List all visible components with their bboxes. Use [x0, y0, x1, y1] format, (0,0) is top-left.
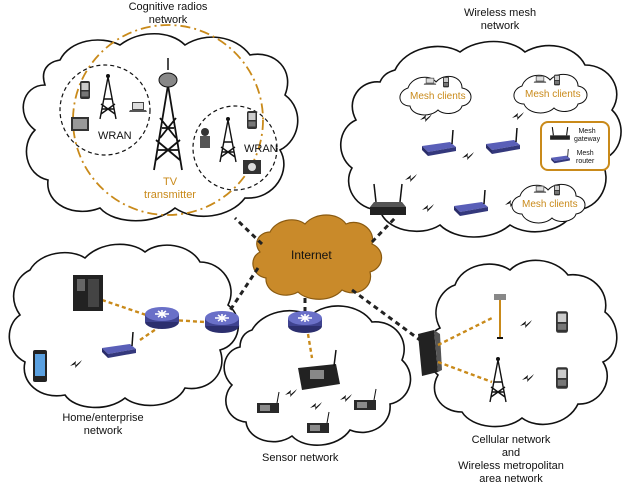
legend-router-line1: Mesh	[576, 150, 594, 157]
cellular-title-line2: and	[501, 447, 521, 459]
cellular-links	[437, 316, 493, 384]
mesh-clients-label-3: Mesh clients	[522, 199, 578, 210]
sensor-title: Sensor network	[262, 452, 339, 464]
mesh-clients-cloud-3	[511, 183, 586, 224]
mesh-clients-label-1: Mesh clients	[410, 91, 466, 102]
tv-label-line2: transmitter	[144, 189, 196, 201]
cognitive-coverage-circles	[72, 24, 264, 216]
mesh-title: Wireless mesh network	[440, 7, 560, 33]
legend-gateway-line2: gateway	[574, 136, 601, 143]
cell-phone-icon	[556, 311, 568, 333]
cognitive-phone2-icon	[247, 111, 257, 129]
internet-label: Internet	[291, 248, 332, 262]
legend-router-line2: router	[576, 158, 595, 165]
tv-transmitter-icon	[153, 58, 183, 171]
cognitive-user-icon	[200, 128, 210, 148]
wran-cells	[59, 64, 278, 191]
home-title: Home/enterprise network	[48, 412, 158, 438]
cognitive-phone-icon	[80, 81, 90, 99]
tv-transmitter-label: TV transmitter	[130, 176, 210, 202]
backbone-router-left-icon	[204, 310, 240, 334]
backbone-links	[223, 216, 421, 342]
legend-router-label: Mesh router	[576, 150, 594, 166]
base-station-icon	[418, 330, 442, 376]
sensor-gateway-icon	[298, 349, 340, 390]
cellular-cloud	[426, 259, 618, 428]
mesh-clients-cloud-1	[399, 75, 472, 116]
wran-label-left: WRAN	[98, 130, 132, 142]
cellular-title-line1: Cellular network	[471, 434, 551, 446]
mesh-title-line2: network	[480, 20, 520, 32]
cognitive-tv-icon	[71, 117, 89, 131]
home-mobile-icon	[33, 350, 47, 382]
legend-gateway-line1: Mesh	[578, 128, 596, 135]
cellular-title-line3: Wireless metropolitan	[458, 460, 564, 472]
cell-tower-icon	[494, 294, 506, 339]
legend-gateway-icon	[550, 127, 570, 140]
wman-phone-icon	[556, 367, 568, 389]
home-router-icon	[144, 306, 180, 330]
home-title-line1: Home/enterprise	[62, 412, 144, 424]
home-phone-icon	[73, 275, 103, 311]
internet-cloud	[252, 214, 383, 300]
cellular-title: Cellular network and Wireless metropolit…	[446, 434, 576, 486]
backbone-router-sensor-icon	[287, 310, 323, 334]
home-title-line2: network	[83, 425, 123, 437]
home-cloud	[8, 243, 240, 409]
mesh-title-line1: Wireless mesh	[463, 7, 537, 19]
mesh-clients-label-2: Mesh clients	[525, 89, 581, 100]
cellular-title-line4: area network	[479, 473, 543, 485]
tv-label-line1: TV	[162, 176, 178, 188]
cognitive-title: Cognitive radios network	[108, 1, 228, 27]
cognitive-title-line2: network	[148, 14, 188, 26]
legend-gateway-label: Mesh gateway	[574, 128, 600, 144]
mesh-clients-cloud-2	[513, 73, 588, 114]
wran-label-right: WRAN	[244, 143, 278, 155]
mesh-gateway-icon	[370, 183, 406, 215]
cognitive-title-line1: Cognitive radios	[128, 1, 208, 13]
cognitive-monitor-icon	[243, 160, 261, 174]
